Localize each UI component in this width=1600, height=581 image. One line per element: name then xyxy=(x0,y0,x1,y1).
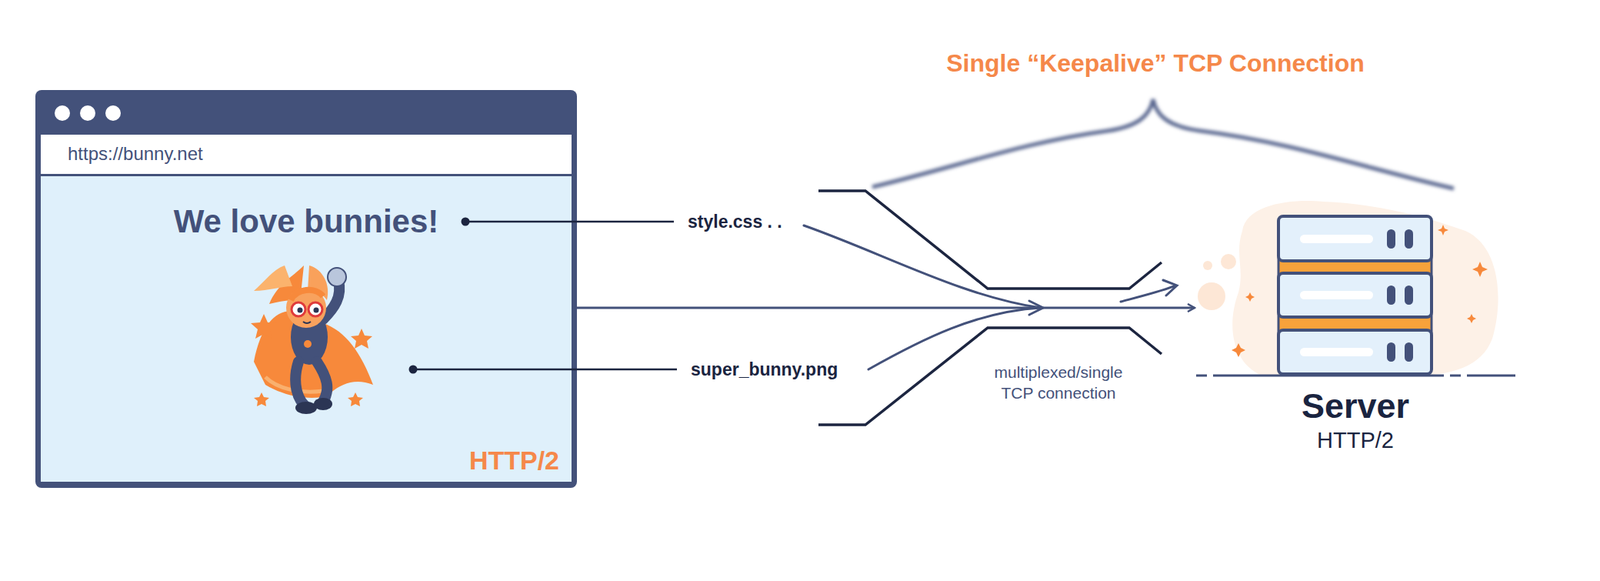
leader-dot xyxy=(409,217,470,374)
request-curve xyxy=(803,225,1177,370)
server-illustration xyxy=(1466,313,1477,324)
bunny-illustration xyxy=(316,361,327,402)
server-illustration xyxy=(1386,342,1396,362)
protocol-label: HTTP/2 xyxy=(1316,427,1394,454)
browser-frame xyxy=(105,105,121,121)
leader-line xyxy=(465,220,674,224)
server-illustration xyxy=(1404,342,1414,362)
browser-frame xyxy=(35,90,577,488)
tcp-funnel xyxy=(818,190,1162,289)
leader-line xyxy=(413,221,677,370)
connection-brace xyxy=(872,99,1454,189)
server-illustration xyxy=(1300,290,1374,300)
bunny-illustration xyxy=(303,340,312,348)
server-illustration xyxy=(1231,343,1246,357)
server: ServerHTTP/2 xyxy=(1196,200,1516,462)
file-name: style.css . . xyxy=(687,211,783,233)
server-title-holder: Server xyxy=(1301,386,1410,427)
connection-note-holder: multiplexed/single TCP connection xyxy=(989,361,1128,404)
bunny-illustration xyxy=(303,321,311,324)
server-illustration xyxy=(1404,285,1414,305)
bunny-illustration xyxy=(295,361,308,408)
connection-arrow xyxy=(576,306,1195,310)
server-illustration xyxy=(1437,224,1449,236)
bunny-illustration xyxy=(290,290,324,300)
protocol-label: HTTP/2 xyxy=(469,445,560,476)
leader-dot xyxy=(409,365,418,374)
bunny-illustration xyxy=(250,265,374,414)
connection-title-holder: Single “Keepalive” TCP Connection xyxy=(946,49,1365,78)
bunny-illustration xyxy=(313,397,333,410)
server-illustration xyxy=(1386,285,1396,305)
server-illustration xyxy=(1278,273,1432,317)
file-name: super_bunny.png xyxy=(690,359,838,380)
connection-brace xyxy=(872,99,1454,189)
bunny-illustration xyxy=(327,267,347,287)
server-illustration xyxy=(1203,260,1213,270)
bunny-illustration xyxy=(253,265,293,291)
browser-frame xyxy=(35,90,577,488)
url-text-holder: https://bunny.net xyxy=(67,143,204,165)
leader-dot xyxy=(461,217,470,227)
server-illustration xyxy=(1472,261,1488,277)
server-illustration xyxy=(1278,216,1432,261)
connection-title: Single “Keepalive” TCP Connection xyxy=(946,49,1365,78)
bunny-illustration xyxy=(291,302,306,317)
server-illustration xyxy=(1278,330,1432,374)
leader-line xyxy=(413,368,677,371)
request-curve xyxy=(1163,280,1177,296)
server-illustration xyxy=(1300,234,1374,244)
server-illustration xyxy=(1220,253,1237,270)
browser-frame xyxy=(40,134,572,174)
bunny-illustration xyxy=(253,392,270,407)
server-title: Server xyxy=(1301,386,1410,427)
protocol-label-holder: HTTP/2 xyxy=(469,445,560,476)
bunny-illustration xyxy=(250,313,277,339)
bunny-illustration xyxy=(286,287,327,328)
bunny-illustration xyxy=(350,328,373,349)
server-illustration xyxy=(1196,200,1516,376)
connection-note: multiplexed/single TCP connection xyxy=(989,361,1128,404)
page-heading: We love bunnies! xyxy=(173,203,440,240)
tcp-funnel xyxy=(818,327,1162,425)
bunny-illustration xyxy=(347,392,364,407)
bunny-illustration xyxy=(297,307,304,314)
file-name-holder: super_bunny.png xyxy=(690,359,838,380)
request-curve xyxy=(868,307,1041,370)
server-illustration xyxy=(1245,292,1255,302)
browser-frame xyxy=(80,105,96,121)
page-heading-holder: We love bunnies! xyxy=(173,203,440,240)
bunny-illustration xyxy=(313,307,320,314)
url-text: https://bunny.net xyxy=(67,143,204,165)
server-illustration xyxy=(1197,282,1226,310)
server-illustration xyxy=(1232,200,1498,376)
server-illustration xyxy=(1404,229,1414,249)
request-curve xyxy=(803,225,1041,308)
browser-window: https://bunny.net We love bunnies! HTTP/2 xyxy=(35,90,577,488)
server-illustration xyxy=(1386,229,1396,249)
server-illustration xyxy=(1300,347,1374,357)
file-name-holder: style.css . . xyxy=(687,211,783,233)
bunny-illustration xyxy=(308,302,323,317)
protocol-label-holder: HTTP/2 xyxy=(1316,427,1394,454)
bunny-illustration xyxy=(295,401,317,414)
request-curve xyxy=(1120,286,1174,302)
browser-frame xyxy=(54,105,70,121)
